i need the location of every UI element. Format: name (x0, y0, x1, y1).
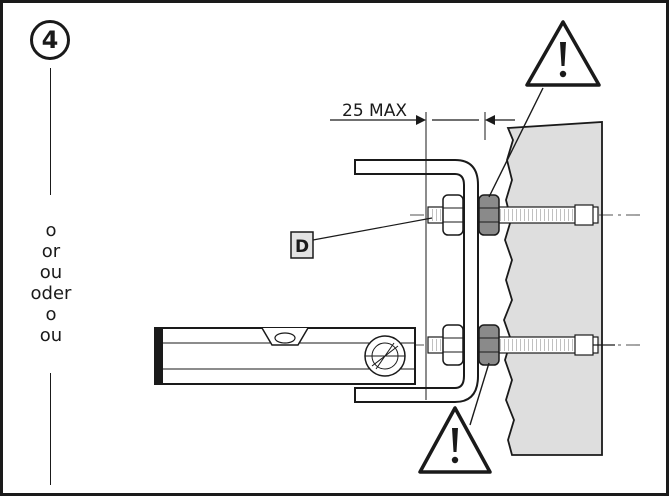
alt-word-2: or (41, 241, 61, 262)
nut-top-right (478, 194, 500, 236)
dimension-25-max: 25 MAX (330, 101, 515, 400)
warning-triangle-icon (418, 362, 492, 474)
u-bracket (354, 159, 479, 403)
alt-word-1: o (45, 220, 57, 241)
nut-bottom-right (478, 324, 500, 366)
alt-word-4: oder (30, 283, 72, 304)
step-number: 4 (41, 26, 59, 54)
dimension-label: 25 MAX (342, 101, 407, 121)
callout-d: D (290, 217, 433, 259)
alt-word-3: ou (39, 262, 63, 283)
warning-triangle-icon (488, 20, 601, 198)
spirit-level (154, 327, 416, 385)
alt-word-6: ou (39, 325, 63, 346)
separator-line-bottom (50, 373, 51, 485)
alt-word-5: o (45, 304, 57, 325)
callout-label: D (295, 237, 309, 257)
separator-line-top (50, 68, 51, 195)
nut-top-left (442, 194, 464, 236)
wall (503, 121, 603, 456)
nut-bottom-left (442, 324, 464, 366)
step-number-badge: 4 (30, 20, 70, 60)
alternative-words: o or ou oder o ou (20, 220, 82, 346)
